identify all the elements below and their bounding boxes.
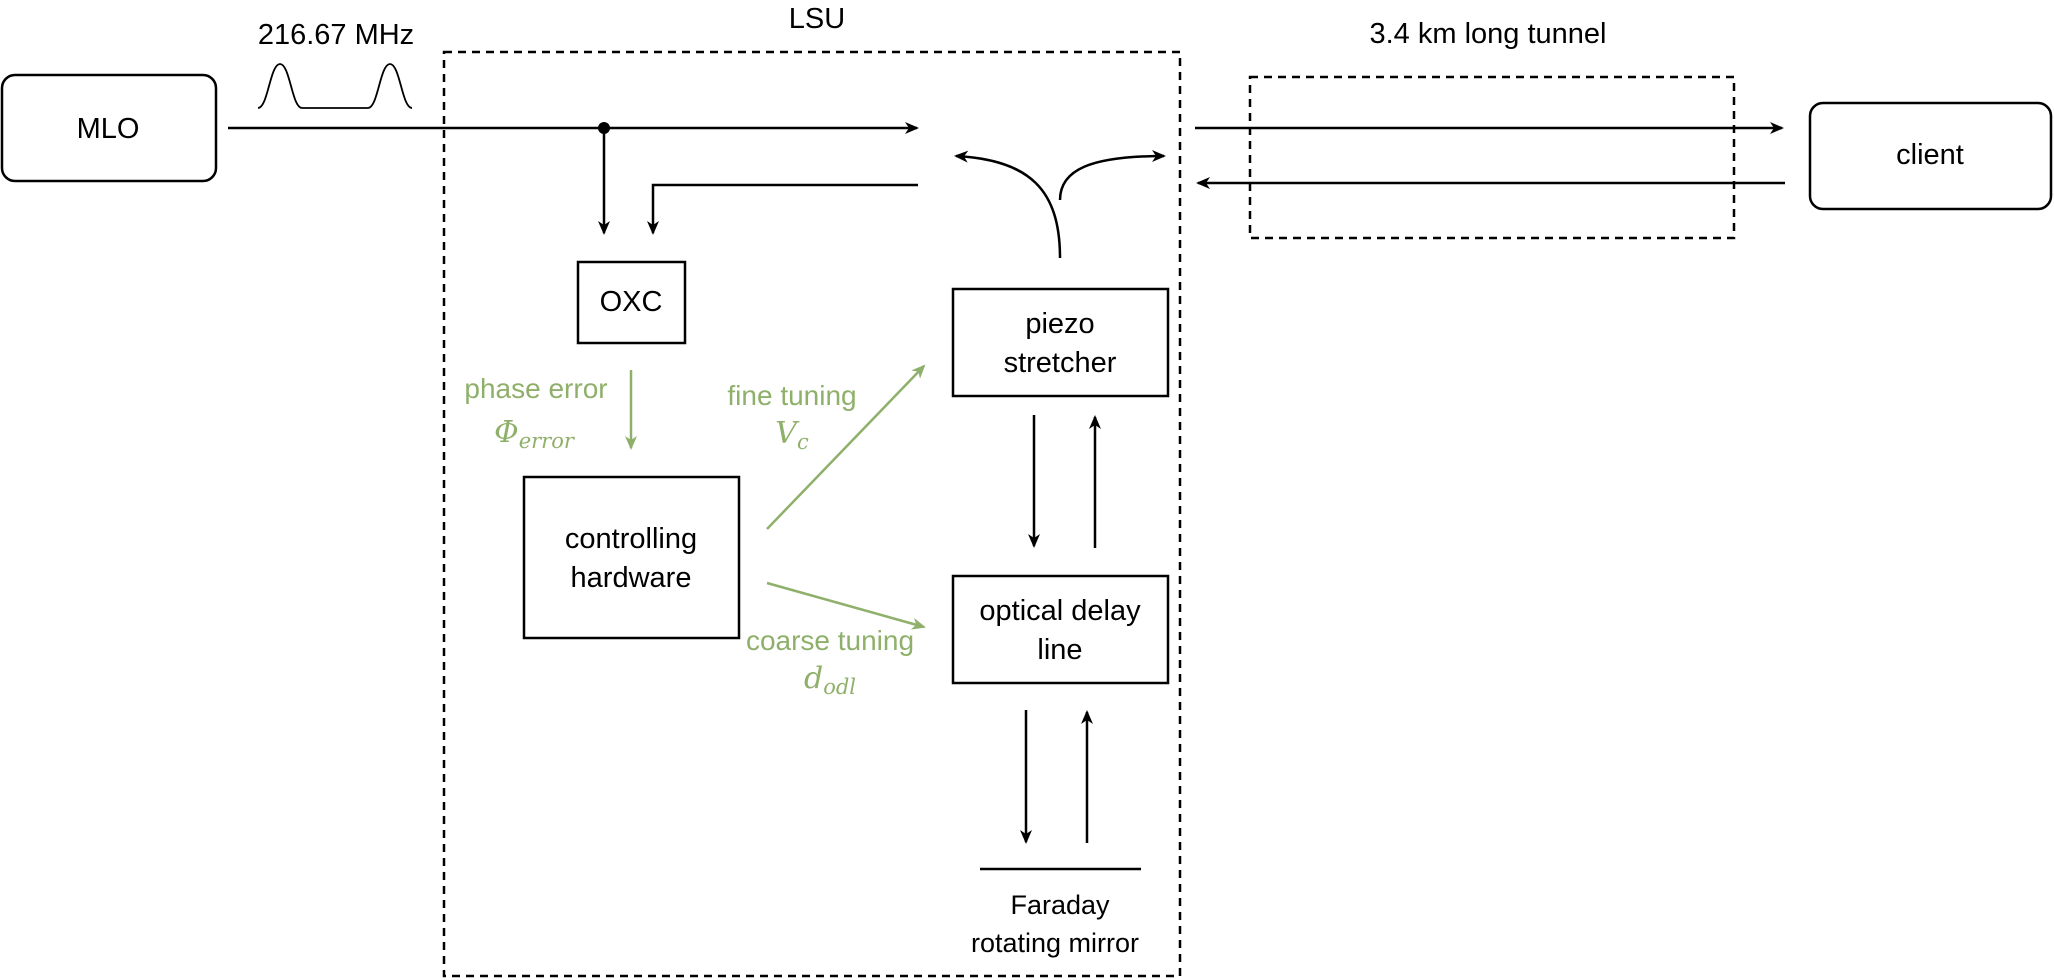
phase-error-symbol: Φerror bbox=[494, 415, 576, 453]
tunnel-boundary bbox=[1248, 75, 1736, 240]
pulse-rate-label: 216.67 MHz bbox=[258, 19, 414, 51]
controller-label-line1: controlling bbox=[565, 523, 697, 555]
optical-delay-line-block bbox=[951, 574, 1170, 685]
mlo-block bbox=[0, 73, 218, 183]
phase-error-label: phase error bbox=[464, 373, 607, 404]
coarse-tuning-arrow bbox=[766, 581, 926, 630]
mirror-label-line2: rotating mirror bbox=[971, 928, 1139, 958]
oxc-block bbox=[576, 260, 687, 345]
client-block bbox=[1808, 101, 2053, 211]
client-label: client bbox=[1896, 139, 1964, 171]
odl-label-line2: line bbox=[1037, 634, 1082, 666]
pulse-train-icon bbox=[257, 63, 413, 109]
controlling-hardware-block bbox=[522, 475, 741, 640]
odl-label-line1: optical delay bbox=[979, 595, 1141, 627]
piezo-stretcher-block bbox=[951, 287, 1170, 398]
controller-label-line2: hardware bbox=[571, 562, 692, 594]
lsu-boundary bbox=[442, 50, 1182, 978]
piezo-label-line2: stretcher bbox=[1004, 347, 1117, 379]
lsu-label: LSU bbox=[789, 3, 845, 35]
coarse-tuning-label: coarse tuning bbox=[746, 625, 914, 656]
fine-tuning-label: fine tuning bbox=[727, 380, 856, 411]
fine-tuning-arrow bbox=[766, 364, 926, 530]
coarse-tuning-symbol: dodl bbox=[804, 661, 856, 699]
fine-tuning-symbol: Vc bbox=[775, 416, 809, 454]
oxc-label: OXC bbox=[600, 286, 663, 318]
return-to-oxc-line bbox=[647, 183, 918, 235]
tunnel-label: 3.4 km long tunnel bbox=[1370, 18, 1607, 50]
coupler-left-arc bbox=[954, 150, 1062, 259]
mlo-label: MLO bbox=[77, 113, 140, 145]
mirror-label-line1: Faraday bbox=[1010, 890, 1110, 920]
coupler-right-arc bbox=[1058, 150, 1166, 201]
piezo-label-line1: piezo bbox=[1025, 308, 1094, 340]
